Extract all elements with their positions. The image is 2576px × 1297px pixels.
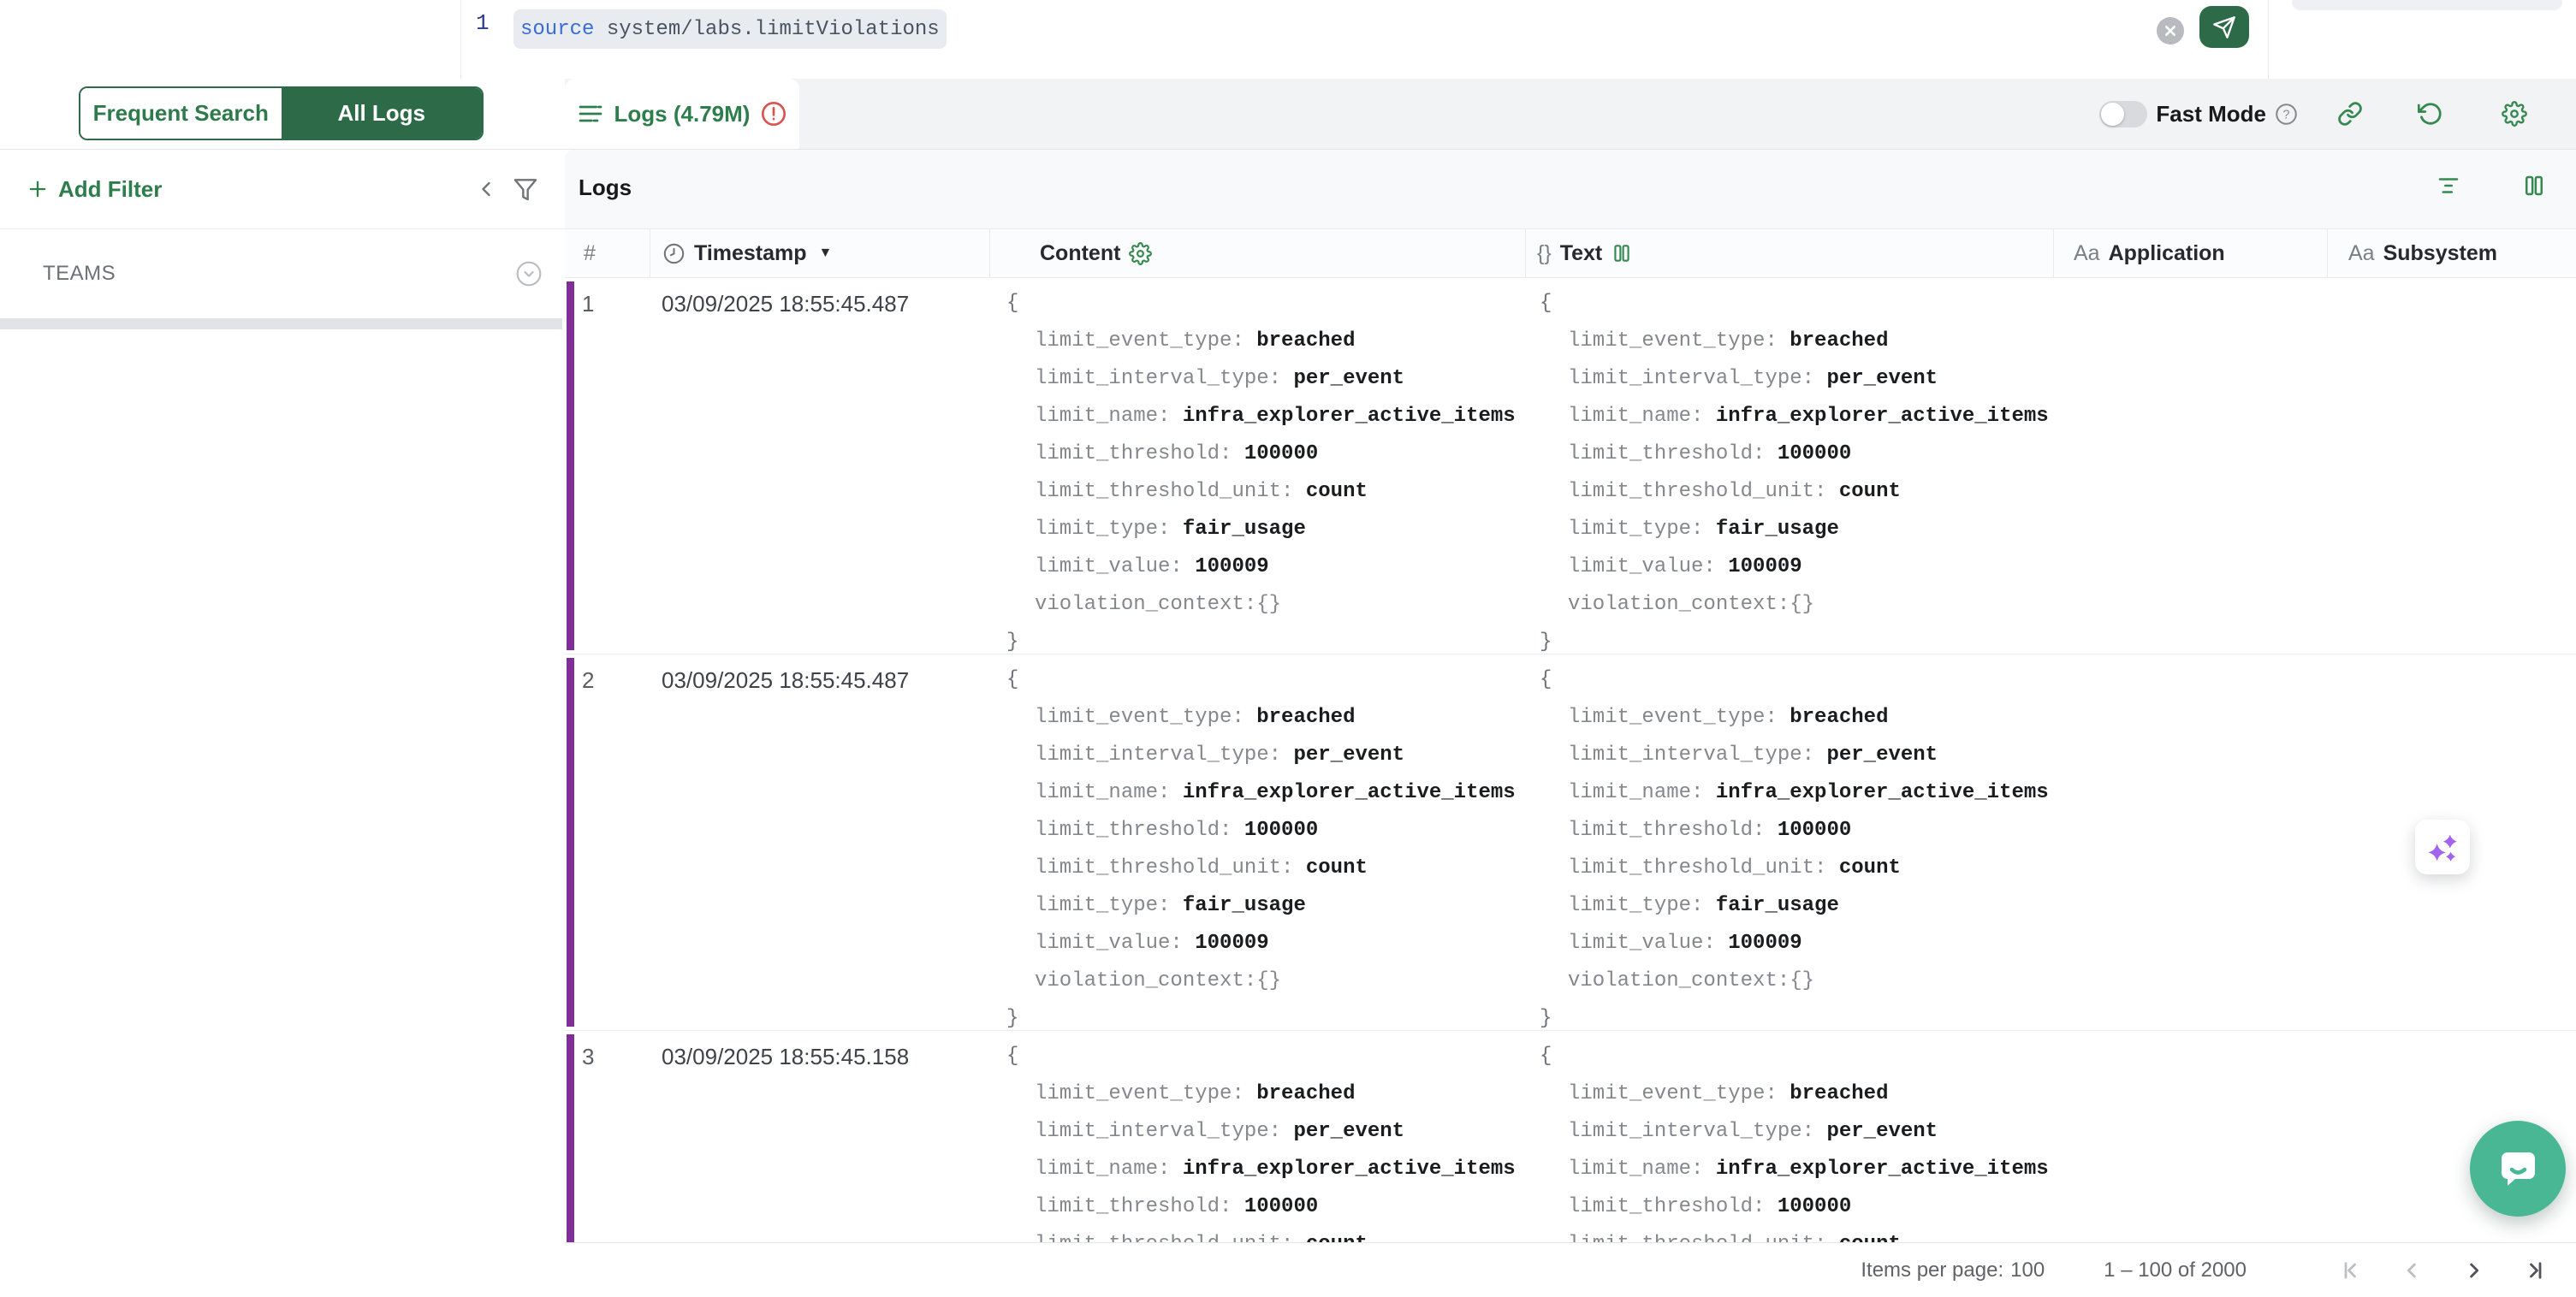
- toolbar: Frequent Search All Logs Logs (4.79M) Fa…: [0, 79, 2576, 150]
- toggle-knob: [2101, 102, 2125, 126]
- query-text: system/labs.limitViolations: [594, 17, 940, 41]
- sparkles-icon: [2422, 826, 2463, 868]
- column-header-text[interactable]: {} Text: [1526, 229, 2054, 277]
- time-picker-edge: [2292, 0, 2562, 10]
- search-mode-toggle: Frequent Search All Logs: [79, 86, 484, 140]
- settings-gear-icon[interactable]: [2502, 101, 2527, 127]
- filters-sidebar: Add Filter TEAMS: [0, 150, 565, 1297]
- row-density-icon[interactable]: [2436, 173, 2461, 198]
- row-index: 2: [582, 667, 595, 693]
- chat-bubble-icon: [2492, 1143, 2543, 1194]
- warning-icon: [760, 100, 787, 127]
- column-settings-gear-icon[interactable]: [1129, 241, 1153, 265]
- table-header-row: # Timestamp ▼ Content {} Text: [565, 228, 2576, 278]
- add-filter-button[interactable]: Add Filter: [26, 176, 162, 203]
- add-filter-row: Add Filter: [0, 150, 565, 229]
- log-rows: 1 03/09/2025 18:55:45.487 {limit_event_t…: [565, 278, 2576, 1242]
- plus-icon: [26, 177, 50, 201]
- run-query-button[interactable]: [2199, 6, 2249, 48]
- log-row[interactable]: 3 03/09/2025 18:55:45.158 {limit_event_t…: [565, 1031, 2576, 1242]
- index-header-label: #: [584, 240, 596, 265]
- sort-desc-icon[interactable]: ▼: [818, 246, 833, 260]
- json-type-prefix: {}: [1537, 240, 1552, 265]
- items-per-page-label: Items per page:: [1861, 1258, 2004, 1282]
- filter-funnel-icon[interactable]: [512, 175, 539, 203]
- query-line-number: 1: [476, 10, 490, 36]
- column-header-application[interactable]: Aa Application: [2054, 229, 2328, 277]
- query-input[interactable]: source system/labs.limitViolations: [513, 9, 947, 49]
- collapse-sidebar-icon[interactable]: [474, 177, 498, 201]
- pagination-range: 1 – 100 of 2000: [2104, 1258, 2247, 1282]
- column-header-subsystem[interactable]: Aa Subsystem: [2328, 229, 2576, 277]
- log-lines-icon: [577, 100, 604, 127]
- split-columns-icon[interactable]: [1611, 242, 1633, 264]
- logs-panel: Logs # Timestamp ▼ Content: [565, 150, 2576, 1297]
- add-filter-label: Add Filter: [58, 175, 163, 202]
- query-bar-left-pane: [0, 0, 461, 79]
- next-page-button[interactable]: [2442, 1259, 2503, 1282]
- tab-frequent-search[interactable]: Frequent Search: [80, 88, 282, 139]
- row-index: 1: [582, 291, 595, 317]
- chevron-down-circle-icon[interactable]: [515, 260, 543, 287]
- timestamp-header-label: Timestamp: [694, 240, 807, 265]
- clear-query-button[interactable]: [2157, 17, 2184, 44]
- toolbar-tabstrip-background: [565, 79, 2576, 149]
- first-page-button[interactable]: [2321, 1259, 2382, 1282]
- subsystem-header-label: Subsystem: [2383, 240, 2497, 265]
- logs-count-tab[interactable]: Logs (4.79M): [565, 79, 799, 149]
- toolbar-right-controls: Fast Mode ?: [2099, 79, 2527, 149]
- row-application: [2054, 1031, 2328, 1242]
- text-header-label: Text: [1559, 240, 1603, 265]
- column-header-index[interactable]: #: [565, 229, 650, 277]
- svg-text:?: ?: [2282, 108, 2289, 121]
- row-subsystem: [2328, 278, 2576, 661]
- ai-assistant-button[interactable]: [2415, 820, 2470, 874]
- undo-icon[interactable]: [2418, 101, 2443, 127]
- previous-page-button[interactable]: [2382, 1259, 2442, 1282]
- teams-filter-section[interactable]: TEAMS: [0, 229, 565, 318]
- panel-title: Logs: [579, 175, 632, 200]
- row-application: [2054, 278, 2328, 661]
- share-link-icon[interactable]: [2337, 101, 2363, 127]
- fast-mode-label: Fast Mode: [2156, 100, 2266, 127]
- query-bar-divider: [2268, 0, 2269, 79]
- x-icon: [2163, 24, 2177, 38]
- query-text-selection: source system/labs.limitViolations: [513, 9, 947, 49]
- log-row[interactable]: 1 03/09/2025 18:55:45.487 {limit_event_t…: [565, 278, 2576, 654]
- row-timestamp: 03/09/2025 18:55:45.487: [662, 667, 910, 693]
- items-per-page-value[interactable]: 100: [2010, 1258, 2045, 1282]
- row-timestamp: 03/09/2025 18:55:45.158: [662, 1044, 910, 1069]
- manage-columns-icon[interactable]: [2521, 173, 2547, 198]
- last-page-button[interactable]: [2503, 1259, 2564, 1282]
- row-index: 3: [582, 1044, 595, 1069]
- string-type-prefix: Aa: [2348, 240, 2375, 265]
- chat-support-button[interactable]: [2470, 1121, 2566, 1217]
- logs-count-label: Logs (4.79M): [614, 100, 751, 127]
- tab-all-logs[interactable]: All Logs: [281, 88, 482, 139]
- send-icon: [2212, 15, 2236, 39]
- fast-mode-toggle[interactable]: [2099, 100, 2148, 127]
- help-icon[interactable]: ?: [2275, 103, 2298, 126]
- clock-icon: [662, 242, 686, 265]
- column-header-content[interactable]: Content: [990, 229, 1526, 277]
- content-header-label: Content: [1040, 240, 1121, 265]
- teams-section-label: TEAMS: [43, 262, 116, 285]
- row-application: [2054, 654, 2328, 1038]
- application-header-label: Application: [2108, 240, 2225, 265]
- column-header-timestamp[interactable]: Timestamp ▼: [650, 229, 990, 277]
- row-timestamp: 03/09/2025 18:55:45.487: [662, 291, 910, 317]
- logs-panel-header: Logs: [565, 150, 2576, 228]
- pagination-bar: Items per page: 100 1 – 100 of 2000: [565, 1242, 2576, 1297]
- query-bar: 1 source system/labs.limitViolations: [0, 0, 2576, 80]
- log-row[interactable]: 2 03/09/2025 18:55:45.487 {limit_event_t…: [565, 654, 2576, 1031]
- sidebar-scrollbar[interactable]: [0, 318, 562, 329]
- string-type-prefix: Aa: [2074, 240, 2100, 265]
- query-keyword: source: [520, 17, 595, 41]
